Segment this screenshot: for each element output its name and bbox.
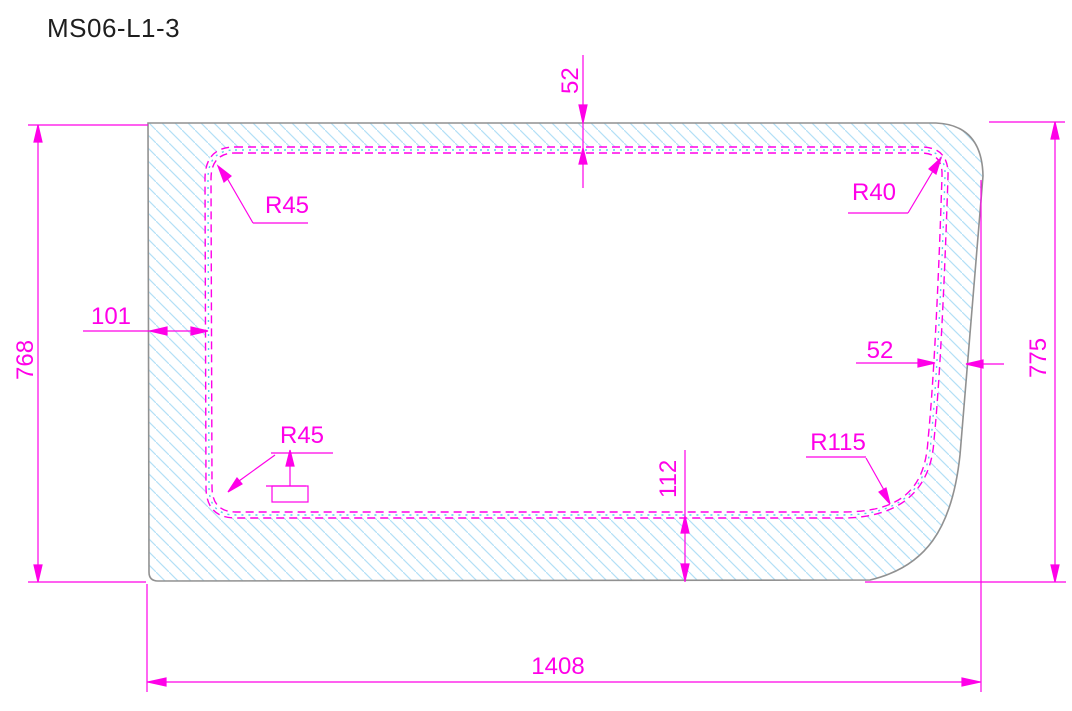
corner-mark-symbol — [266, 485, 309, 503]
arrow-down-right-icon — [878, 487, 891, 505]
opening-edge-inner-dashed — [210, 152, 943, 513]
dim-overall-width-value: 1408 — [531, 653, 584, 680]
part-title: MS06-L1-3 — [47, 13, 180, 43]
dim-left-height: 768 — [12, 124, 148, 583]
dim-right-inset: 52 — [856, 337, 1004, 369]
hatch-fill — [148, 123, 983, 581]
arrow-right-icon — [961, 677, 981, 687]
dim-bottom-inset-value: 112 — [655, 460, 682, 498]
arrow-left-icon — [147, 677, 167, 687]
opening-edge-outer-dashed — [204, 146, 949, 519]
dim-left-inset-value: 101 — [91, 303, 131, 330]
arrow-up-left-icon — [216, 164, 232, 184]
radius-bottom-right-label: R115 — [810, 429, 866, 456]
arrow-up-right-icon — [928, 156, 943, 175]
dim-left-inset: 101 — [83, 303, 209, 336]
radius-bottom-left: R45 — [227, 422, 333, 503]
arrow-down-icon — [680, 563, 690, 582]
part-body — [147, 122, 984, 582]
arrow-down-icon — [1050, 564, 1060, 583]
dim-bottom-inset: 112 — [655, 450, 690, 582]
arrow-up-icon — [1050, 121, 1060, 140]
radius-bottom-left-label: R45 — [280, 422, 324, 449]
arrow-up-icon — [33, 124, 43, 143]
arrow-left-icon — [149, 326, 168, 336]
dim-right-height: 775 — [865, 121, 1066, 583]
arrow-right-icon — [917, 358, 936, 368]
dim-right-inset-value: 52 — [867, 337, 894, 364]
arrow-up-icon — [680, 515, 690, 534]
arrow-up-icon — [578, 147, 588, 165]
arrow-down-icon — [33, 564, 43, 583]
part-outline — [147, 122, 984, 582]
radius-bottom-right: R115 — [806, 429, 891, 505]
dim-top-offset-value: 52 — [557, 67, 584, 94]
radius-top-left-label: R45 — [265, 192, 309, 219]
dim-top-offset: 52 — [557, 55, 588, 188]
opening-seal-centerline — [207, 149, 946, 516]
arrow-down-icon — [578, 104, 588, 124]
dim-right-height-value: 775 — [1025, 338, 1052, 378]
dim-left-height-value: 768 — [12, 340, 39, 380]
dimension-layer: 52 768 775 101 — [12, 55, 1066, 692]
arrow-right-icon — [190, 326, 209, 336]
dim-overall-width: 1408 — [146, 180, 982, 692]
radius-top-right: R40 — [848, 156, 943, 214]
radius-top-right-label: R40 — [852, 179, 896, 206]
radius-top-left: R45 — [216, 164, 309, 224]
